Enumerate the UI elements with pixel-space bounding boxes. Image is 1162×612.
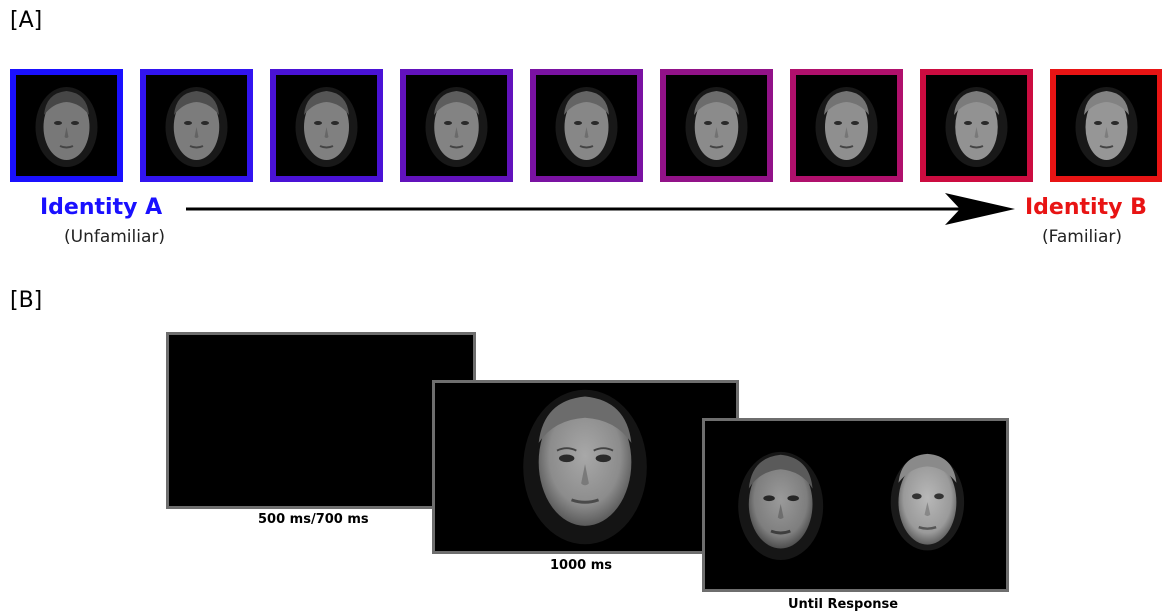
timing-label-single-face: 1000 ms: [550, 558, 612, 573]
face-image: [945, 87, 1008, 167]
face-image: [1075, 87, 1138, 167]
morph-frame-3: [270, 69, 383, 182]
screen-two-faces: [702, 418, 1009, 592]
morph-frame-7: [790, 69, 903, 182]
morph-frame-2: [140, 69, 253, 182]
morph-frame-4: [400, 69, 513, 182]
face-image: [35, 87, 98, 167]
identity-b-subtitle: (Familiar): [1042, 227, 1123, 247]
face-image: [815, 87, 878, 167]
face-image: [295, 87, 358, 167]
identity-a-title: Identity A: [40, 195, 163, 220]
identity-a-subtitle: (Unfamiliar): [64, 227, 166, 247]
timing-label-two-faces: Until Response: [788, 597, 899, 612]
morph-frame-6: [660, 69, 773, 182]
morph-frame-8: [920, 69, 1033, 182]
single-face-image: [523, 389, 647, 545]
screen-single-face: [432, 380, 739, 554]
two-faces-image: [738, 451, 965, 561]
panel-b-label: [B]: [10, 288, 43, 313]
timing-label-blank: 500 ms/700 ms: [258, 512, 369, 527]
face-image: [165, 87, 228, 167]
face-image: [555, 87, 618, 167]
morph-frame-5: [530, 69, 643, 182]
identity-b-title: Identity B: [1025, 195, 1147, 220]
screen-blank: [166, 332, 476, 509]
morph-frame-9: [1050, 69, 1162, 182]
face-image: [425, 87, 488, 167]
panel-a-label: [A]: [10, 8, 43, 33]
morph-frame-1: [10, 69, 123, 182]
face-image: [685, 87, 748, 167]
